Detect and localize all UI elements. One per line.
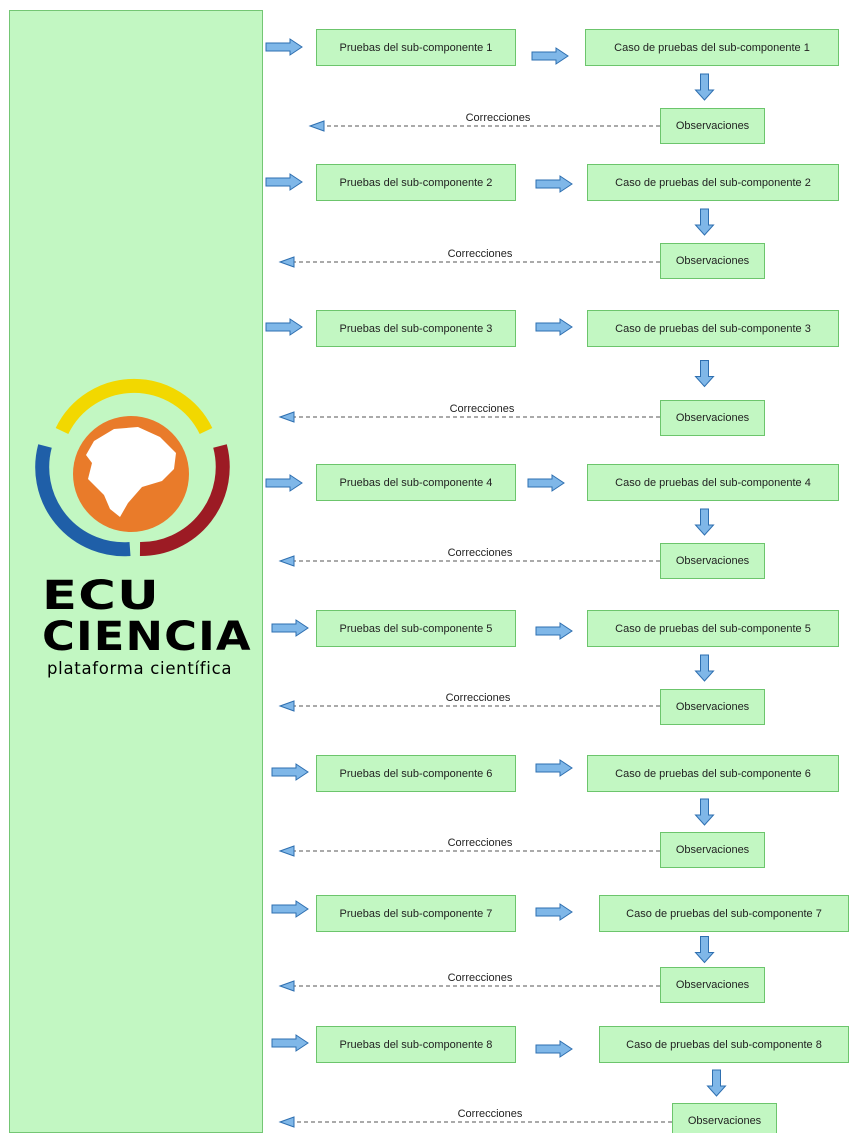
case-to-obs-arrow-8: [706, 1069, 727, 1097]
logo-wordmark-line2: CIENCIA: [42, 614, 252, 660]
test-to-case-arrow-3: [535, 318, 573, 336]
corrections-label-5: Correcciones: [445, 692, 511, 704]
corrections-label-1: Correcciones: [465, 112, 531, 124]
test-box-2: Pruebas del sub-componente 2: [316, 164, 516, 201]
case-box-7: Caso de pruebas del sub-componente 7: [599, 895, 849, 932]
corrections-arrowhead-7: [278, 980, 295, 992]
logo-tagline: plataforma científica: [47, 659, 233, 678]
corrections-label-7: Correcciones: [447, 972, 513, 984]
test-box-6: Pruebas del sub-componente 6: [316, 755, 516, 792]
corrections-label-3: Correcciones: [449, 403, 515, 415]
case-to-obs-arrow-4: [694, 508, 715, 536]
observations-box-8: Observaciones: [672, 1103, 777, 1133]
test-box-7: Pruebas del sub-componente 7: [316, 895, 516, 932]
test-to-case-arrow-2: [535, 175, 573, 193]
observations-box-2: Observaciones: [660, 243, 765, 279]
entry-arrow-3: [265, 318, 303, 336]
test-to-case-arrow-8: [535, 1040, 573, 1058]
test-box-1: Pruebas del sub-componente 1: [316, 29, 516, 66]
corrections-arrowhead-1: [308, 120, 325, 132]
test-box-3: Pruebas del sub-componente 3: [316, 310, 516, 347]
entry-arrow-2: [265, 173, 303, 191]
case-box-3: Caso de pruebas del sub-componente 3: [587, 310, 839, 347]
corrections-arrowhead-2: [278, 256, 295, 268]
test-to-case-arrow-6: [535, 759, 573, 777]
entry-arrow-4: [265, 474, 303, 492]
case-to-obs-arrow-3: [694, 360, 715, 388]
observations-box-7: Observaciones: [660, 967, 765, 1003]
corrections-arrowhead-5: [278, 700, 295, 712]
case-box-6: Caso de pruebas del sub-componente 6: [587, 755, 839, 792]
case-box-8: Caso de pruebas del sub-componente 8: [599, 1026, 849, 1063]
entry-arrow-5: [271, 619, 309, 637]
logo-panel: ECU CIENCIA plataforma científica: [9, 10, 263, 1133]
ecuciencia-logo-emblem: [35, 378, 230, 557]
entry-arrow-1: [265, 38, 303, 56]
test-box-8: Pruebas del sub-componente 8: [316, 1026, 516, 1063]
test-to-case-arrow-7: [535, 903, 573, 921]
entry-arrow-7: [271, 900, 309, 918]
case-to-obs-arrow-1: [694, 73, 715, 101]
corrections-arrowhead-6: [278, 845, 295, 857]
test-box-5: Pruebas del sub-componente 5: [316, 610, 516, 647]
test-to-case-arrow-5: [535, 622, 573, 640]
case-to-obs-arrow-5: [694, 654, 715, 682]
case-box-1: Caso de pruebas del sub-componente 1: [585, 29, 839, 66]
logo-yellow-arc: [55, 378, 213, 435]
entry-arrow-6: [271, 763, 309, 781]
case-box-5: Caso de pruebas del sub-componente 5: [587, 610, 839, 647]
logo-blue-arc: [35, 444, 131, 557]
corrections-label-6: Correcciones: [447, 837, 513, 849]
case-to-obs-arrow-6: [694, 798, 715, 826]
entry-arrow-8: [271, 1034, 309, 1052]
observations-box-3: Observaciones: [660, 400, 765, 436]
corrections-arrowhead-3: [278, 411, 295, 423]
logo-wordmark-line1: ECU: [42, 573, 160, 619]
test-to-case-arrow-4: [527, 474, 565, 492]
ecuador-map-shape: [86, 427, 176, 517]
test-box-4: Pruebas del sub-componente 4: [316, 464, 516, 501]
case-box-4: Caso de pruebas del sub-componente 4: [587, 464, 839, 501]
corrections-label-2: Correcciones: [447, 248, 513, 260]
corrections-arrowhead-4: [278, 555, 295, 567]
observations-box-6: Observaciones: [660, 832, 765, 868]
logo-red-arc: [139, 444, 230, 557]
observations-box-4: Observaciones: [660, 543, 765, 579]
case-box-2: Caso de pruebas del sub-componente 2: [587, 164, 839, 201]
test-to-case-arrow-1: [531, 47, 569, 65]
corrections-label-8: Correcciones: [457, 1108, 523, 1120]
observations-box-5: Observaciones: [660, 689, 765, 725]
case-to-obs-arrow-2: [694, 208, 715, 236]
corrections-arrowhead-8: [278, 1116, 295, 1128]
case-to-obs-arrow-7: [694, 936, 715, 964]
corrections-label-4: Correcciones: [447, 547, 513, 559]
observations-box-1: Observaciones: [660, 108, 765, 144]
